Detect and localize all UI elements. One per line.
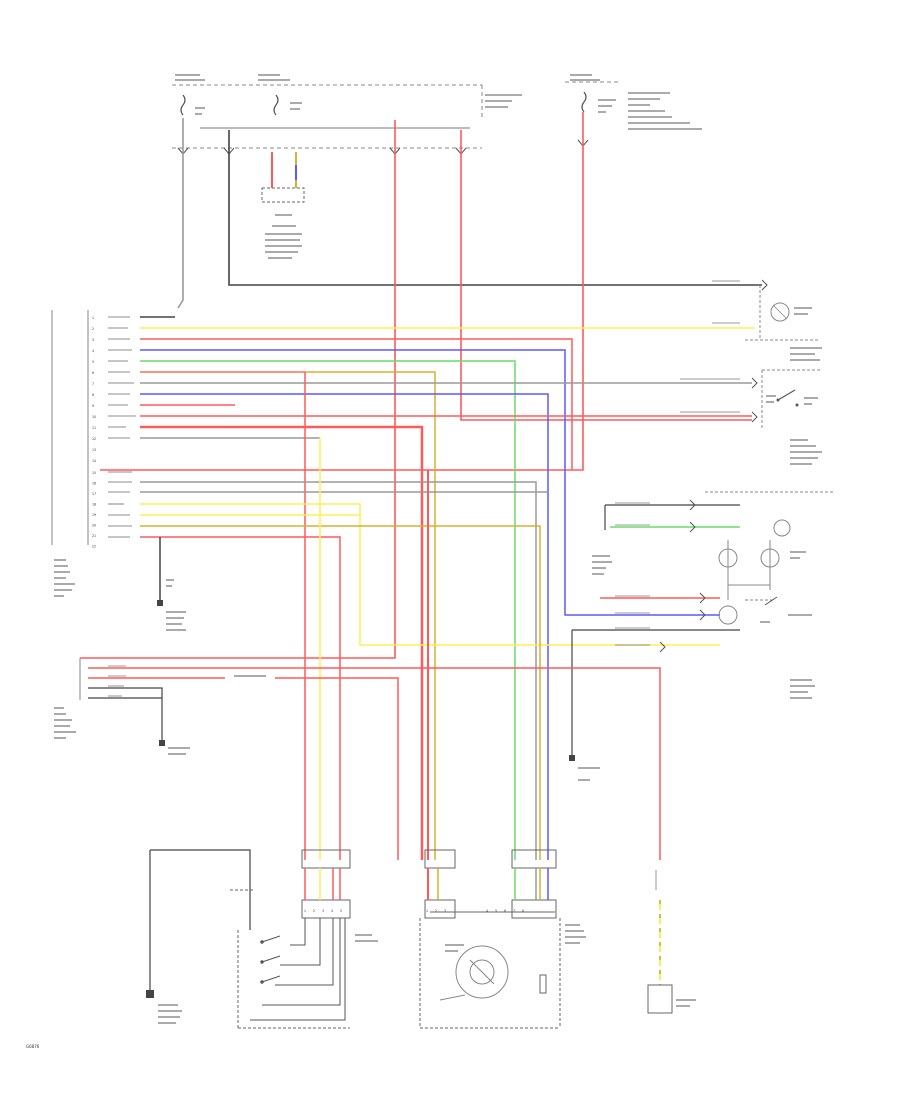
clutch-switch [680,369,822,465]
pin-label: 5 [340,909,342,913]
lower-connector-harness [54,658,661,860]
pin-label: 19 [92,513,96,517]
speed-sensor [647,870,696,1014]
pin-label: 2 [313,909,315,913]
pin-label: 22 [92,545,96,549]
pin-label: 14 [92,459,96,463]
cruise-relay [146,849,378,1029]
pin-label: 9 [92,404,94,408]
actuator-motor-icon [439,924,586,1001]
pin-label: 7 [92,382,94,386]
pin-label: 10 [92,415,96,419]
pin-label: 12 [92,437,96,441]
bottom-connectors: 1 2 3 4 5 1 2 3 4 5 6 7 8 [301,849,561,1029]
pin-label: 3 [92,338,94,342]
pin-label: 4 [331,909,333,913]
pin-label: 20 [92,524,96,528]
pin-label: 1 [426,909,428,913]
feed-wires [80,112,752,659]
figure-code: G6876 [26,1044,40,1049]
pin-label: 15 [92,471,96,475]
fuse-icon [581,91,587,113]
pin-label: 16 [92,482,96,486]
pin-label: 2 [92,327,94,331]
pin-label: 17 [92,492,96,496]
neutral-safety-section [592,491,835,575]
sensor-pin-labels: 1 2 3 4 5 6 7 8 [426,909,524,913]
ground-icon [157,579,186,631]
fuse-icon [273,94,279,116]
pin-label: 5 [92,360,94,364]
pin-label: 4 [92,349,94,353]
pin-label: 6 [92,371,94,375]
pin-label: 3 [444,909,446,913]
pin-label: 21 [92,534,96,538]
brake-light-switch [712,279,822,361]
pin-label: 8 [92,393,94,397]
pin-label: 13 [92,448,96,452]
pin-label: 4 [486,909,488,913]
pin-label: 18 [92,503,96,507]
power-distribution-section [172,74,702,259]
module-harness-wires [108,316,755,860]
pin-label: 2 [435,909,437,913]
fuse-icon [180,94,186,116]
ground-icon [569,755,600,781]
pin-label: 7 [513,909,515,913]
pin-label: 5 [495,909,497,913]
cruise-main-switch [571,519,815,755]
pin-label: 1 [92,316,94,320]
pin-label: 6 [504,909,506,913]
pin-label: 3 [322,909,324,913]
pin-label: 1 [304,909,306,913]
pin-label: 8 [522,909,524,913]
data-link-connector [261,187,305,259]
pin-label: 11 [92,426,96,430]
relay-pin-labels: 1 2 3 4 5 [304,909,342,913]
